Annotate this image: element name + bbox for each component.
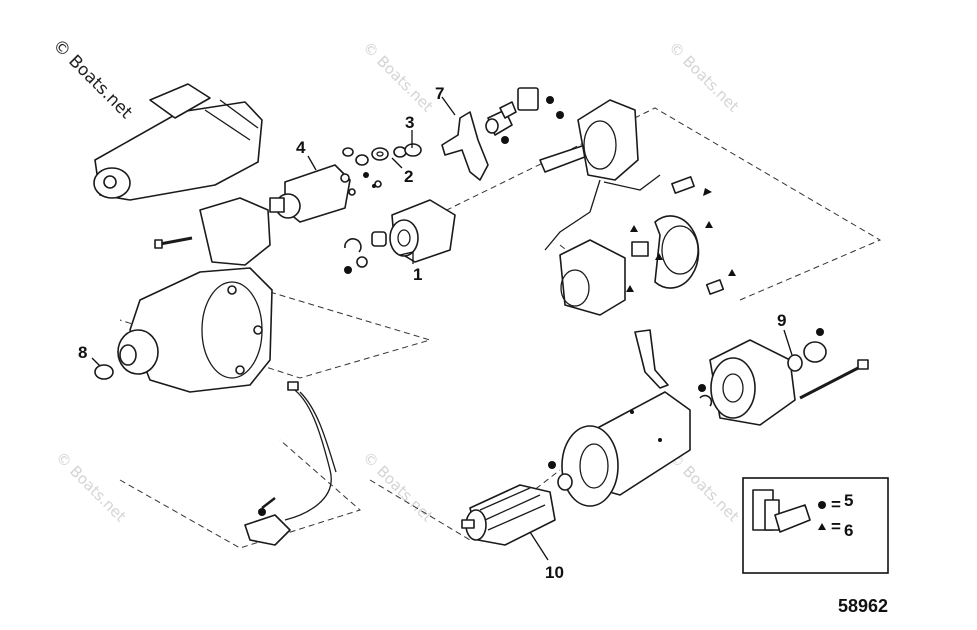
drive-end-housing-icon <box>117 197 273 393</box>
watermark: © Boats.net <box>52 448 130 526</box>
legend-dot-icon <box>818 501 826 509</box>
watermark: © Boats.net <box>665 448 743 526</box>
legend-triangle-label: 6 <box>844 521 853 540</box>
legend-dot-label: 5 <box>844 491 853 510</box>
bolt-icon <box>154 236 193 249</box>
solenoid-icon <box>269 164 356 223</box>
callout-3: 3 <box>405 113 414 132</box>
washer-set-icon <box>342 143 422 188</box>
watermark-corner: © Boats.net <box>48 35 136 123</box>
legend-box: = = 5 6 <box>742 477 889 574</box>
figure-number: 58962 <box>838 596 888 616</box>
legend-dot-separator: = <box>831 495 841 514</box>
motor-frame-icon <box>561 329 691 507</box>
shift-lever-icon <box>441 111 489 181</box>
legend-triangle-icon <box>818 523 826 530</box>
gear-shaft-icon <box>539 99 639 181</box>
starter-assembled-icon <box>93 83 263 201</box>
end-cap-icon <box>698 339 796 426</box>
watermark: © Boats.net <box>665 38 743 116</box>
callout-8: 8 <box>78 343 87 362</box>
brush-plate-icon <box>559 176 736 316</box>
pinion-drive-icon <box>344 199 456 274</box>
callout-1: 1 <box>413 265 422 284</box>
through-bolt-icon <box>787 328 869 400</box>
bushing-icon <box>94 364 114 380</box>
callout-4: 4 <box>296 138 306 157</box>
callout-7: 7 <box>435 84 444 103</box>
callout-10: 10 <box>545 563 564 582</box>
callout-labels: 1 2 3 4 7 8 9 10 <box>78 84 786 582</box>
leader-lines <box>91 96 793 561</box>
callout-9: 9 <box>777 311 786 330</box>
callout-2: 2 <box>404 167 413 186</box>
watermark: © Boats.net <box>359 448 437 526</box>
armature-icon <box>461 461 573 546</box>
bushing-set-icon <box>485 87 554 144</box>
watermark: © Boats.net <box>359 38 437 116</box>
wiring-harness-icon <box>244 381 337 546</box>
legend-triangle-separator: = <box>831 517 841 536</box>
